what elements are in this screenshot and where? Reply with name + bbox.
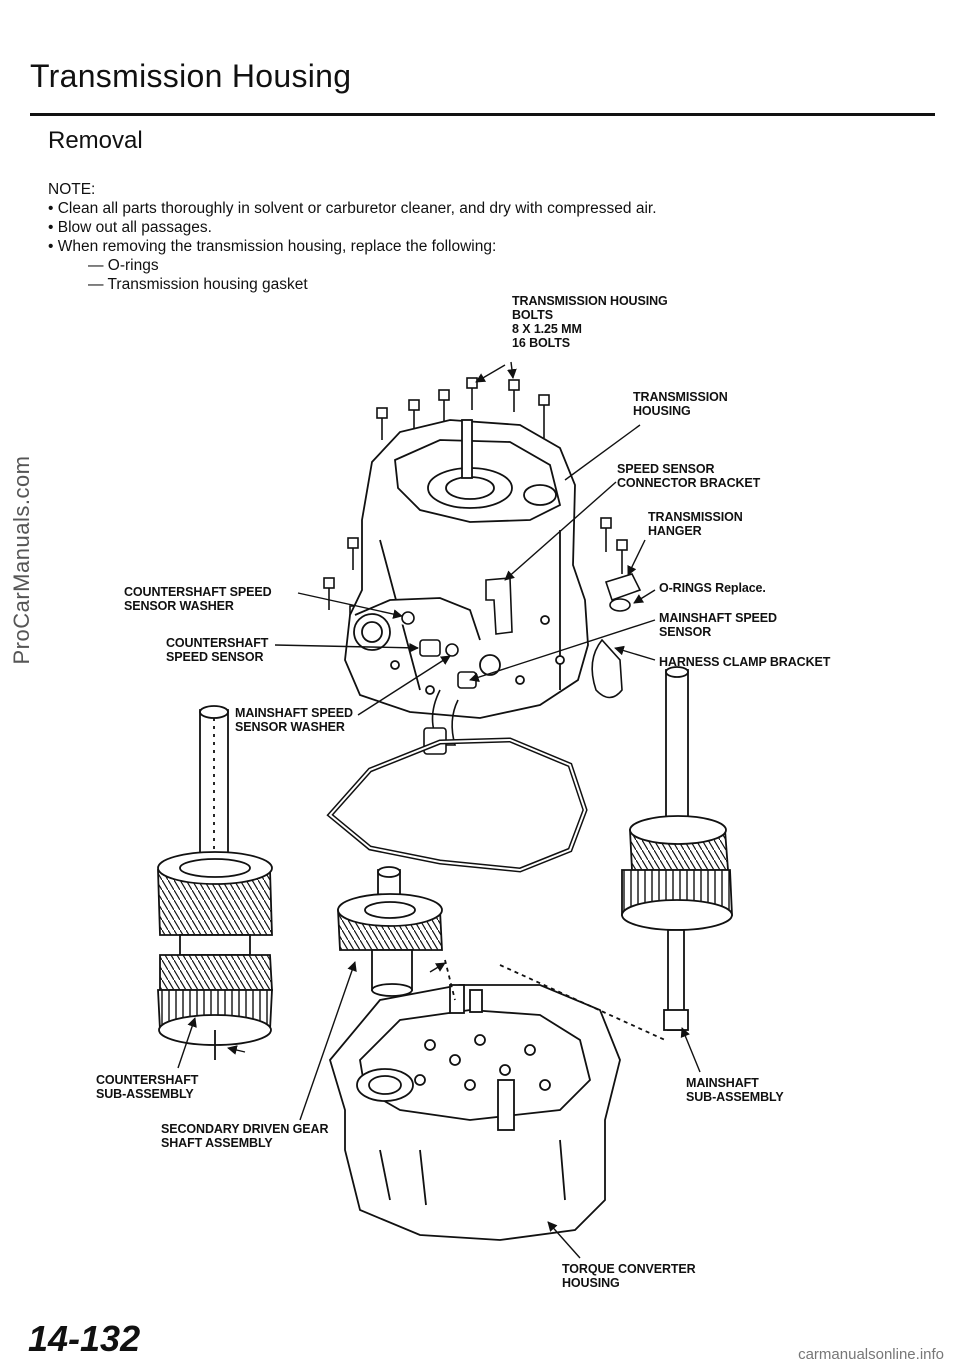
o-ring <box>609 598 631 612</box>
title-rule <box>30 113 935 116</box>
transmission-hanger <box>604 573 642 602</box>
page-number: 14-132 <box>28 1318 141 1359</box>
bolt-icon <box>508 379 520 412</box>
footer-site-text: carmanualsonline.info <box>798 1346 944 1363</box>
transmission-housing-drawing <box>344 419 589 719</box>
label-housing-bolts: TRANSMISSION HOUSING BOLTS 8 x 1.25 mm 1… <box>512 294 668 350</box>
label-transmission-hanger: TRANSMISSION HANGER <box>648 510 743 538</box>
countershaft-sensor-washer <box>401 611 415 625</box>
label-mainshaft-subassembly: MAINSHAFT SUB-ASSEMBLY <box>686 1076 784 1104</box>
mainshaft-speed-sensor <box>457 671 477 689</box>
label-countershaft-speed-sensor: COUNTERSHAFT SPEED SENSOR <box>166 636 269 664</box>
transmission-housing-gasket <box>326 737 588 873</box>
leader-lines <box>177 361 701 1259</box>
bolt-icon <box>600 517 612 552</box>
bolt-icon <box>538 394 550 438</box>
label-countershaft-speed-sensor-washer: COUNTERSHAFT SPEED SENSOR WASHER <box>124 585 272 613</box>
secondary-driven-gear-drawing <box>337 866 443 997</box>
mainshaft-drawing <box>621 666 733 1031</box>
label-torque-converter-housing: TORQUE CONVERTER HOUSING <box>562 1262 696 1290</box>
page-title: Transmission Housing <box>30 58 352 94</box>
label-transmission-housing: TRANSMISSION HOUSING <box>633 390 728 418</box>
bolt-icon <box>466 377 478 410</box>
bolt-icon <box>616 539 628 574</box>
bolt-icon <box>376 407 388 440</box>
note-sub-item: — Transmission housing gasket <box>88 276 308 293</box>
note-bullet: • Clean all parts thoroughly in solvent … <box>48 200 657 217</box>
label-speed-sensor-connector-bracket: SPEED SENSOR CONNECTOR BRACKET <box>617 462 761 490</box>
notes-heading: NOTE: <box>48 181 96 198</box>
label-countershaft-subassembly: COUNTERSHAFT SUB-ASSEMBLY <box>96 1073 199 1101</box>
section-subtitle: Removal <box>48 127 143 154</box>
note-sub-item: — O-rings <box>88 257 159 274</box>
bolt-icon <box>347 537 359 570</box>
label-harness-clamp-bracket: HARNESS CLAMP BRACKET <box>659 655 831 669</box>
label-mainshaft-speed-sensor: MAINSHAFT SPEED SENSOR <box>659 611 777 639</box>
label-o-rings: O-RINGS Replace. <box>659 581 766 595</box>
countershaft-drawing <box>157 705 273 1060</box>
torque-converter-housing-drawing <box>328 959 666 1241</box>
note-bullet: • When removing the transmission housing… <box>48 238 497 255</box>
label-secondary-driven-gear: SECONDARY DRIVEN GEAR SHAFT ASSEMBLY <box>161 1122 329 1150</box>
note-bullet: • Blow out all passages. <box>48 219 212 236</box>
bolt-icon <box>323 577 335 610</box>
mainshaft-sensor-washer <box>445 643 459 657</box>
label-mainshaft-speed-sensor-washer: MAINSHAFT SPEED SENSOR WASHER <box>235 706 353 734</box>
o-rings-name: O-RINGS <box>659 581 712 595</box>
notes-block: NOTE: • Clean all parts thoroughly in so… <box>48 180 748 294</box>
countershaft-speed-sensor <box>419 639 441 657</box>
bolt-icon <box>438 389 450 422</box>
o-rings-replace-note: Replace. <box>715 581 766 595</box>
sensor-parts <box>401 573 642 755</box>
